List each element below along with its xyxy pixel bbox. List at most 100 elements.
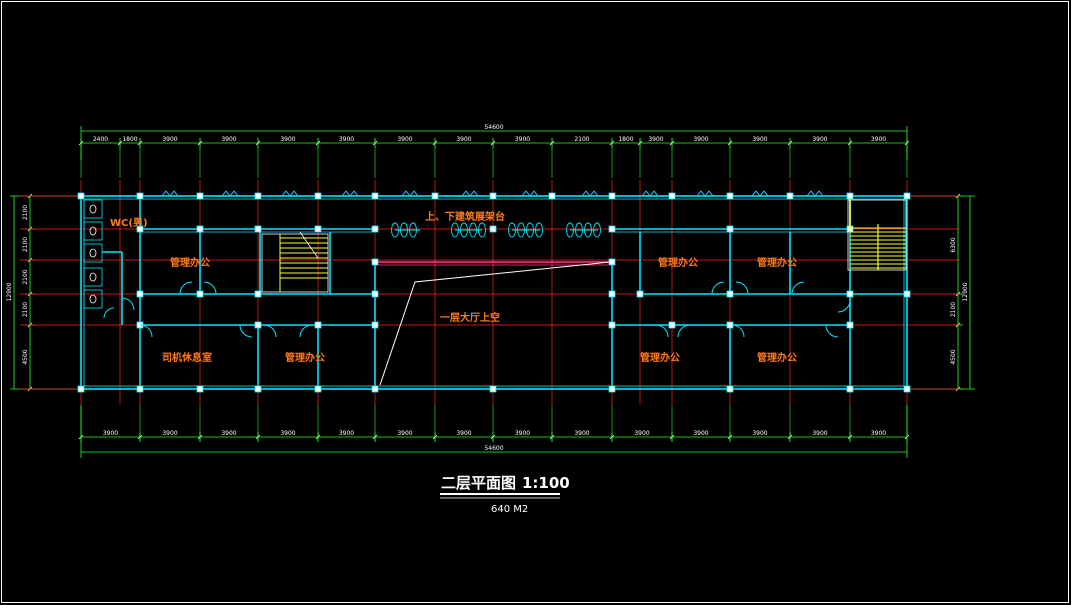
- door-icon: [103, 307, 115, 319]
- dim-bottom-label: 3900: [515, 430, 530, 437]
- dim-top-label: 3900: [397, 136, 412, 143]
- dim-top-label: 1800: [618, 136, 633, 143]
- toilet-icon: [89, 294, 97, 304]
- door-icon: [735, 281, 749, 295]
- window-icon: [521, 190, 539, 197]
- display-stand: [575, 222, 583, 238]
- dim-left-total-label: 12900: [6, 282, 13, 301]
- window-icon: [281, 190, 299, 197]
- toilet-stall: [83, 243, 103, 263]
- dim-right-label: 2100: [950, 302, 957, 317]
- door-icon: [239, 324, 253, 338]
- room-label-office-sw: 管理办公: [285, 351, 325, 364]
- dim-bottom-label: 3900: [812, 430, 827, 437]
- dim-bottom-label: 3900: [280, 430, 295, 437]
- dim-bottom-label: 3900: [103, 430, 118, 437]
- toilet-stall: [83, 221, 103, 241]
- stair-east: [847, 199, 907, 271]
- column: [77, 192, 85, 200]
- toilet-stall: [83, 199, 103, 219]
- room-label-rest: 司机休息室: [162, 351, 212, 364]
- dim-bottom-label: 3900: [634, 430, 649, 437]
- column: [254, 385, 262, 393]
- door-icon: [179, 281, 193, 295]
- toilet-icon: [89, 272, 97, 282]
- dim-top-label: 3900: [515, 136, 530, 143]
- room-label-office-se1: 管理办公: [640, 351, 680, 364]
- dim-left-label: 2100: [22, 205, 29, 220]
- drawing-scale: 1:100: [522, 474, 570, 492]
- window-icon: [461, 190, 479, 197]
- dim-top-label: 1800: [122, 136, 137, 143]
- column: [196, 290, 204, 298]
- dim-left-label: 2100: [22, 302, 29, 317]
- column: [254, 225, 262, 233]
- door-icon: [677, 324, 691, 338]
- column: [608, 225, 616, 233]
- door-icon: [121, 297, 135, 311]
- door-icon: [299, 324, 313, 338]
- toilet-icon: [89, 226, 97, 236]
- dim-top-label: 3900: [871, 136, 886, 143]
- door-icon: [837, 299, 851, 313]
- dim-left-label: 2100: [22, 237, 29, 252]
- stair-arrow: [299, 231, 319, 259]
- column: [371, 385, 379, 393]
- column: [608, 321, 616, 329]
- column: [726, 192, 734, 200]
- dim-top-label: 3900: [280, 136, 295, 143]
- dim-left-label: 2100: [22, 269, 29, 284]
- dim-bottom-label: 3900: [162, 430, 177, 437]
- column: [254, 290, 262, 298]
- column: [668, 321, 676, 329]
- display-stand: [584, 222, 592, 238]
- display-stand: [451, 222, 459, 238]
- dim-bottom-label: 3900: [693, 430, 708, 437]
- toilet-icon: [89, 248, 97, 258]
- column: [196, 225, 204, 233]
- column: [371, 192, 379, 200]
- dim-top-label: 3900: [648, 136, 663, 143]
- display-stand: [460, 222, 468, 238]
- column: [903, 192, 911, 200]
- dim-top-label: 3900: [339, 136, 354, 143]
- column: [489, 385, 497, 393]
- column: [314, 321, 322, 329]
- column: [314, 385, 322, 393]
- dim-right-total-label: 12900: [962, 282, 969, 301]
- toilet-stalls: [83, 199, 103, 309]
- column: [726, 385, 734, 393]
- dim-bottom-total-label: 54600: [484, 445, 503, 452]
- dim-top-label: 3900: [162, 136, 177, 143]
- door-icon: [731, 324, 745, 338]
- north-windows: [161, 190, 824, 197]
- column: [726, 225, 734, 233]
- display-stand: [391, 222, 399, 238]
- dim-top-label: 3900: [812, 136, 827, 143]
- window-icon: [696, 190, 714, 197]
- column: [77, 385, 85, 393]
- room-label-office-ne1: 管理办公: [658, 256, 698, 269]
- column: [136, 290, 144, 298]
- door-icon: [791, 281, 805, 295]
- column: [846, 192, 854, 200]
- door-icon: [263, 324, 277, 338]
- dim-bottom-label: 3900: [871, 430, 886, 437]
- column: [371, 258, 379, 266]
- room-label-hall: 一层大厅上空: [440, 311, 500, 324]
- column: [136, 385, 144, 393]
- column: [136, 192, 144, 200]
- dim-left-label: 4500: [22, 349, 29, 364]
- dim-top-label: 3900: [693, 136, 708, 143]
- display-stand: [409, 222, 417, 238]
- display-stand: [400, 222, 408, 238]
- window-icon: [161, 190, 179, 197]
- dim-bottom-label: 3900: [397, 430, 412, 437]
- column: [314, 192, 322, 200]
- column: [636, 290, 644, 298]
- dim-bottom-label: 3900: [752, 430, 767, 437]
- display-stands: [391, 222, 601, 238]
- columns: [77, 192, 911, 393]
- column: [254, 192, 262, 200]
- column: [371, 290, 379, 298]
